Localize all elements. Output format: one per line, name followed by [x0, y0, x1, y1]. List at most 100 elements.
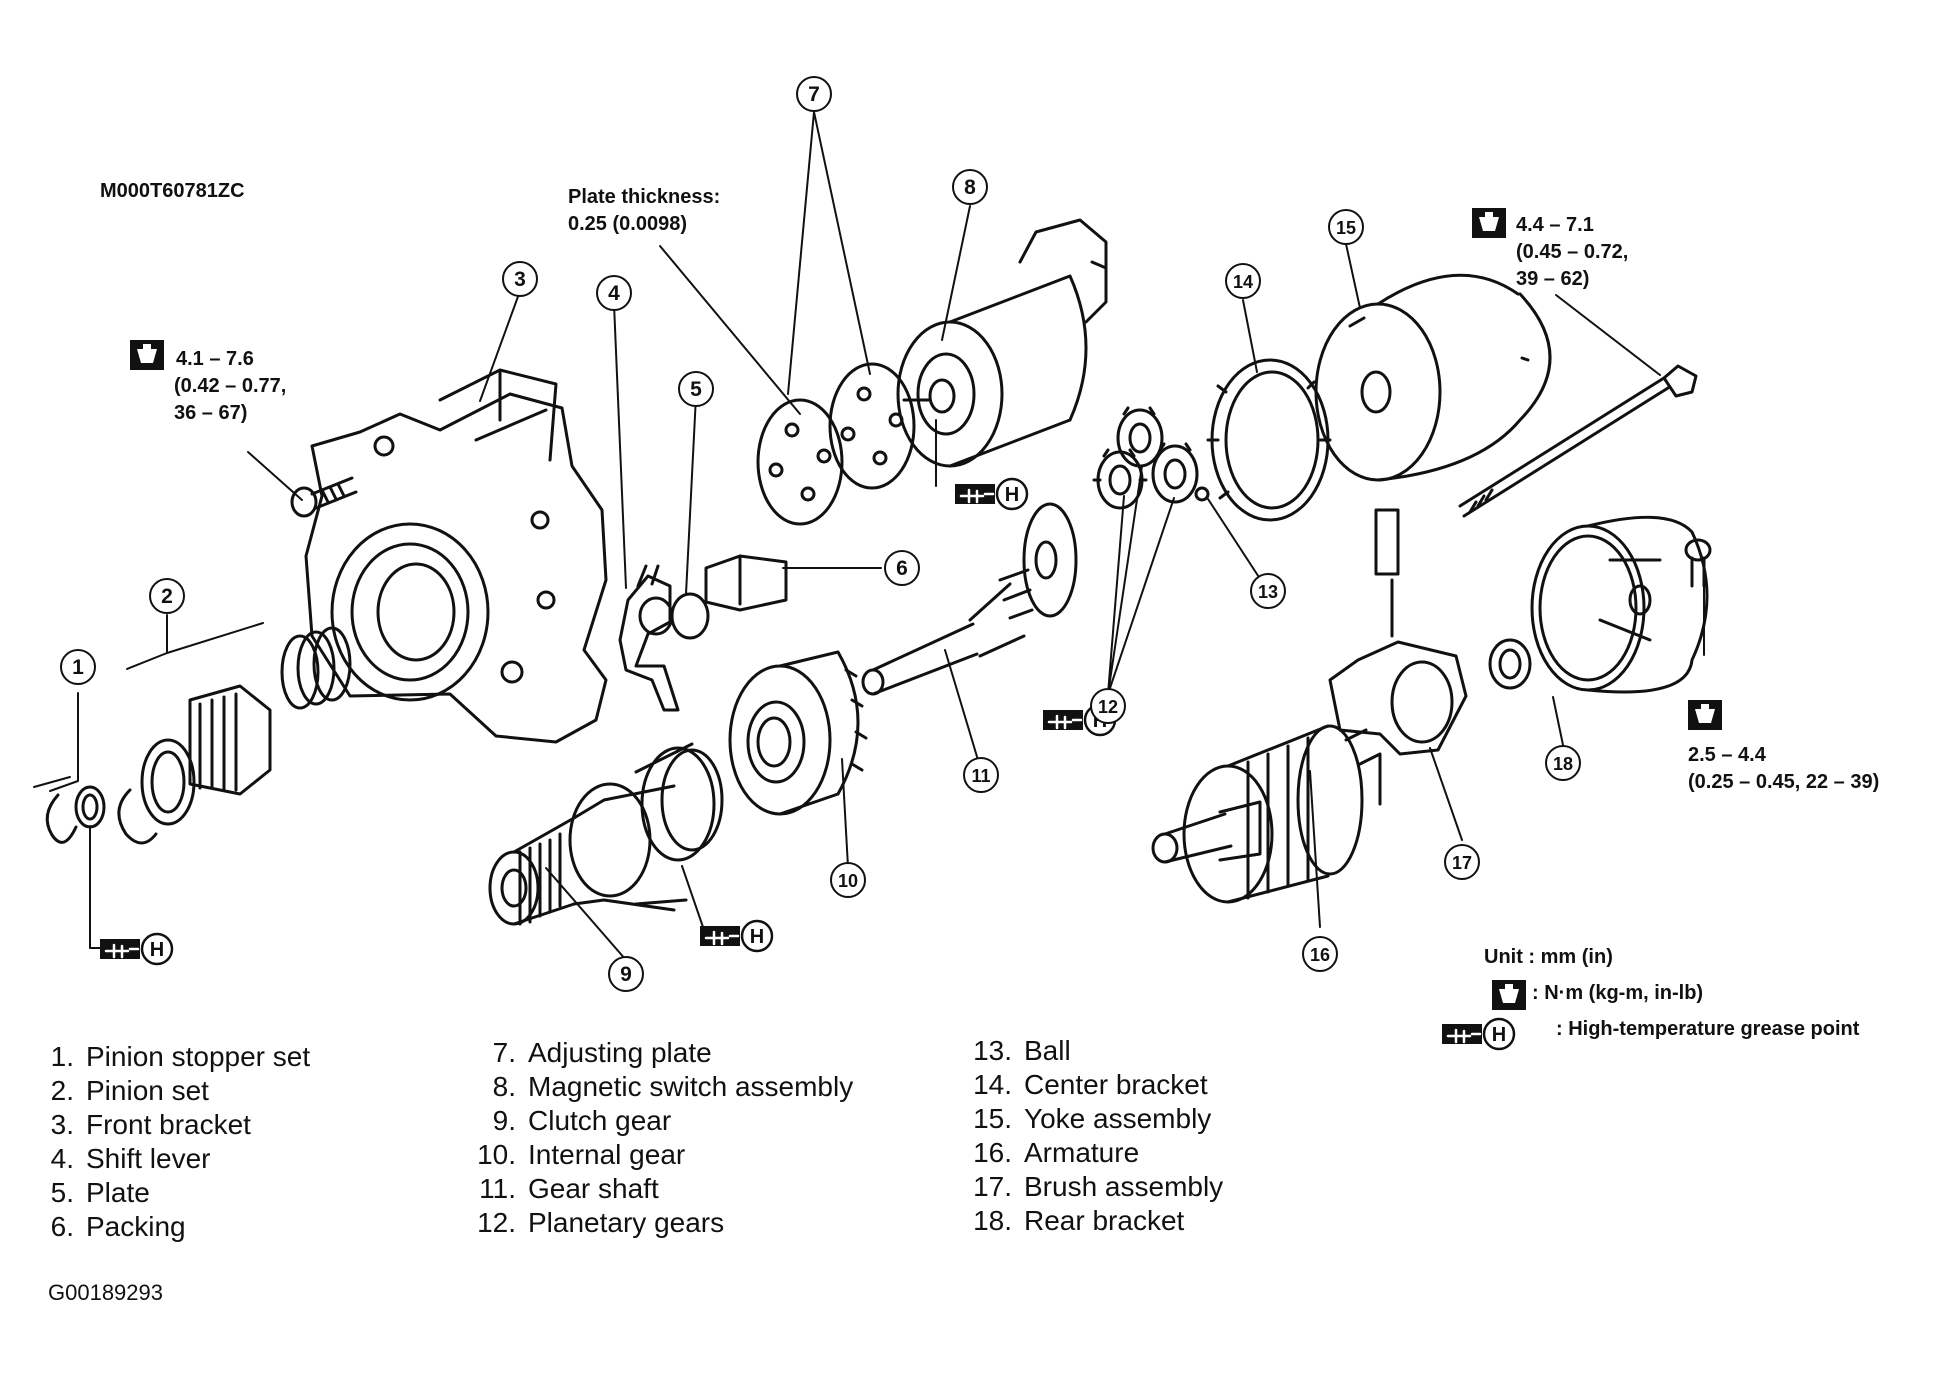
armature	[1151, 724, 1382, 904]
torque-icon	[128, 338, 166, 372]
callout-circle	[1225, 263, 1261, 299]
torque-unit-line: : N·m (kg-m, in-lb)	[1532, 982, 1704, 1004]
torque-line: 4.1 – 7.6	[176, 348, 254, 370]
magnetic-switch-assembly	[896, 218, 1108, 468]
callout-number-18: 18	[1553, 754, 1573, 774]
parts-list-item: 6.Packing	[50, 1211, 186, 1242]
unit-line: Unit : mm (in)	[1484, 946, 1613, 968]
torque-line: 4.4 – 7.1	[1516, 214, 1594, 236]
callout-circle	[502, 261, 538, 297]
torque-icon	[1490, 978, 1528, 1012]
callout-circle	[1545, 745, 1581, 781]
grease-unit-line: : High-temperature grease point	[1556, 1018, 1860, 1040]
yoke-assembly	[1314, 273, 1552, 482]
plate-thickness-note: Plate thickness: 0.25 (0.0098)	[568, 184, 720, 238]
rear-screw-torque-spec: 2.5 – 4.4 (0.25 – 0.45, 22 – 39)	[1688, 742, 1879, 796]
parts-list-col-1: 1.Pinion stopper set 2.Pinion set 3.Fron…	[30, 1040, 311, 1244]
shift-lever	[618, 564, 680, 712]
clutch-gear	[488, 742, 724, 926]
center-bracket	[1206, 358, 1332, 522]
callout-circle	[1328, 209, 1364, 245]
torque-icon	[1470, 206, 1508, 240]
callout-number-3: 3	[514, 268, 526, 291]
adjusting-plates	[756, 362, 916, 526]
callout-circle	[963, 757, 999, 793]
parts-list-item: 8.Magnetic switch assembly	[492, 1071, 854, 1102]
parts-list-item: 9.Clutch gear	[492, 1105, 672, 1136]
callout-circle	[952, 169, 988, 205]
parts-list-col-3: 13.Ball 14.Center bracket 15.Yoke assemb…	[968, 1034, 1223, 1238]
planetary-gears	[1092, 406, 1199, 510]
torque-icon	[1686, 698, 1724, 732]
pinion-stopper-set	[45, 785, 158, 845]
callout-number-2: 2	[161, 585, 173, 608]
callout-circle	[149, 578, 185, 614]
plate	[670, 592, 710, 640]
plate-thickness-label: Plate thickness:	[568, 186, 721, 208]
callout-number-10: 10	[838, 871, 858, 891]
callout-number-15: 15	[1336, 218, 1356, 238]
torque-line: (0.45 – 0.72,	[1516, 241, 1629, 263]
parts-list-item: 18.Rear bracket	[973, 1205, 1185, 1236]
plate-thickness-value: 0.25 (0.0098)	[568, 213, 687, 235]
parts-list-item: 11.Gear shaft	[479, 1173, 659, 1204]
through-bolt-torque-spec: 4.4 – 7.1 (0.45 – 0.72, 39 – 62)	[1516, 212, 1628, 293]
torque-line: (0.25 – 0.45, 22 – 39)	[1688, 771, 1880, 793]
callout-number-1: 1	[72, 656, 84, 679]
packing	[704, 554, 788, 612]
callout-circle	[596, 275, 632, 311]
front-bolt-torque-spec: 4.1 – 7.6 (0.42 – 0.77, 36 – 67)	[174, 346, 287, 427]
internal-gear	[728, 650, 868, 816]
callout-circle	[884, 550, 920, 586]
callout-circle	[1444, 844, 1480, 880]
front-bracket-bolt	[290, 476, 358, 518]
parts-list-item: 14.Center bracket	[973, 1069, 1208, 1100]
torque-line: (0.42 – 0.77,	[174, 375, 287, 397]
callout-number-4: 4	[608, 282, 620, 305]
parts-list-item: 17.Brush assembly	[973, 1171, 1224, 1202]
callout-circle	[608, 956, 644, 992]
callout-circle	[1250, 573, 1286, 609]
rear-bracket	[1530, 515, 1709, 694]
grease-letter: H	[1492, 1024, 1506, 1046]
parts-list-item: 16.Armature	[973, 1137, 1140, 1168]
callout-number-16: 16	[1310, 945, 1330, 965]
pinion-set	[140, 626, 352, 826]
gear-shaft	[861, 502, 1078, 696]
callout-circle	[830, 862, 866, 898]
parts-list-item: 12.Planetary gears	[477, 1207, 725, 1238]
parts-list-item: 5.Plate	[50, 1177, 150, 1208]
callout-number-13: 13	[1258, 582, 1278, 602]
callout-number-17: 17	[1452, 853, 1472, 873]
parts-list-item: 13.Ball	[973, 1035, 1071, 1066]
parts-list-item: 1.Pinion stopper set	[50, 1041, 311, 1072]
callout-circle	[1302, 936, 1338, 972]
callout-number-9: 9	[620, 963, 632, 986]
callout-number-7: 7	[808, 83, 820, 106]
callout-circle	[1090, 688, 1126, 724]
ball	[1194, 486, 1210, 502]
brush-assembly	[1328, 508, 1532, 756]
grease-letter: H	[150, 939, 164, 961]
callout-circle	[60, 649, 96, 685]
parts-list-item: 15.Yoke assembly	[973, 1103, 1212, 1134]
parts-list-item: 10.Internal gear	[477, 1139, 686, 1170]
callout-number-12: 12	[1098, 697, 1118, 717]
callout-circle	[796, 76, 832, 112]
callout-number-5: 5	[690, 378, 702, 401]
parts-list-item: 3.Front bracket	[50, 1109, 251, 1140]
callout-number-14: 14	[1233, 272, 1253, 292]
callout-number-8: 8	[964, 176, 976, 199]
callout-circle	[678, 371, 714, 407]
through-bolt	[1458, 364, 1698, 518]
figure-code: G00189293	[48, 1280, 163, 1305]
parts-list-col-2: 7.Adjusting plate 8.Magnetic switch asse…	[472, 1036, 853, 1240]
torque-line: 36 – 67)	[174, 402, 248, 424]
callout-number-11: 11	[971, 766, 990, 786]
leader-lines	[33, 111, 1705, 961]
parts-list-item: 2.Pinion set	[50, 1075, 209, 1106]
front-bracket	[304, 368, 608, 744]
parts-list-item: 7.Adjusting plate	[492, 1037, 712, 1068]
